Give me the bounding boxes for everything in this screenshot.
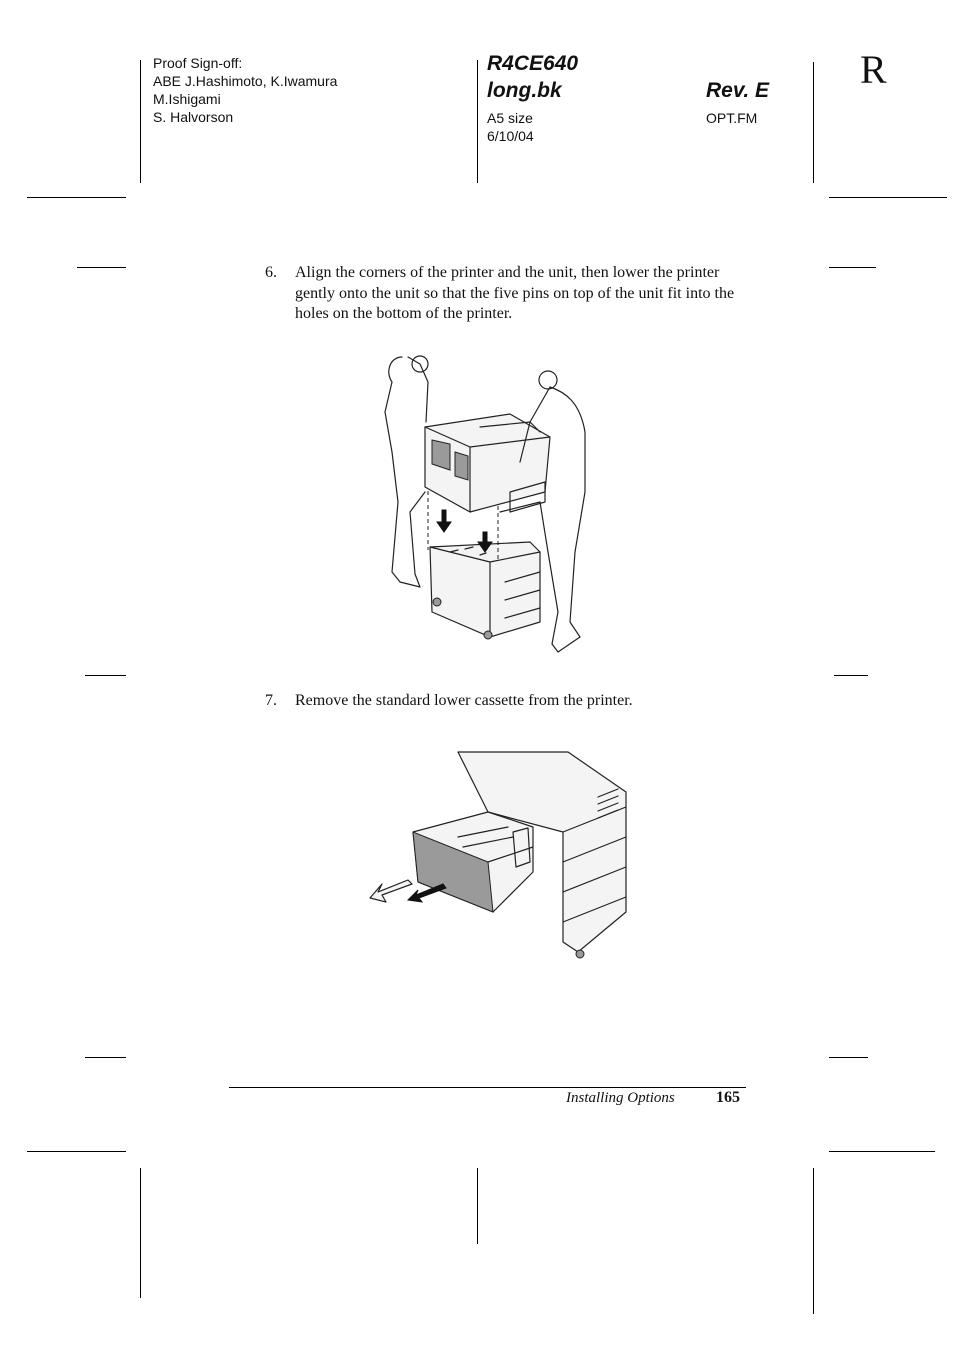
print-date: 6/10/04	[487, 128, 534, 144]
crop-mark	[27, 1151, 126, 1152]
person-left	[384, 356, 429, 588]
step-text: Remove the standard lower cassette from …	[295, 692, 633, 709]
crop-mark	[813, 1168, 814, 1314]
crop-mark	[477, 1168, 478, 1244]
document-code-line1: R4CE640	[487, 52, 579, 75]
crop-mark	[834, 675, 868, 676]
document-code-line2: long.bk	[487, 79, 562, 102]
page-number: 165	[716, 1089, 740, 1106]
printer-lift-illustration	[384, 355, 586, 653]
crop-mark	[829, 1057, 868, 1058]
footer-rule	[229, 1087, 746, 1088]
proof-line: S. Halvorson	[153, 109, 234, 125]
page-meta: A5 size 6/10/04	[487, 109, 534, 145]
step-number: 6.	[265, 264, 277, 281]
crop-mark	[85, 1057, 126, 1058]
document-code: R4CE640 long.bk	[487, 50, 578, 104]
crop-mark	[140, 60, 141, 183]
crop-mark	[140, 1168, 141, 1298]
revision-label: Rev. E	[706, 79, 770, 102]
crop-mark	[829, 1151, 935, 1152]
proof-signoff: Proof Sign-off: ABE J.Hashimoto, K.Iwamu…	[153, 54, 337, 126]
crop-mark	[477, 60, 478, 183]
step-text: Align the corners of the printer and the…	[295, 264, 735, 322]
crop-mark	[27, 197, 126, 198]
step-6: 6. Align the corners of the printer and …	[265, 263, 755, 325]
proof-line: Proof Sign-off:	[153, 55, 243, 71]
proof-line: M.Ishigami	[153, 91, 221, 107]
remove-cassette-illustration	[369, 751, 627, 959]
crop-mark	[813, 62, 814, 183]
pull-arrow	[369, 879, 413, 903]
file-name: OPT.FM	[706, 110, 758, 126]
footer-section-title: Installing Options	[566, 1090, 675, 1106]
page-size: A5 size	[487, 110, 533, 126]
step-number: 7.	[265, 692, 277, 709]
step-7: 7. Remove the standard lower cassette fr…	[265, 691, 755, 713]
person-right	[499, 386, 586, 653]
side-letter: R	[860, 47, 887, 92]
cassette-unit	[429, 541, 541, 638]
proof-line: ABE J.Hashimoto, K.Iwamura	[153, 73, 338, 89]
crop-mark	[829, 267, 876, 268]
crop-mark	[829, 197, 947, 198]
crop-mark	[77, 267, 126, 268]
crop-mark	[85, 675, 126, 676]
